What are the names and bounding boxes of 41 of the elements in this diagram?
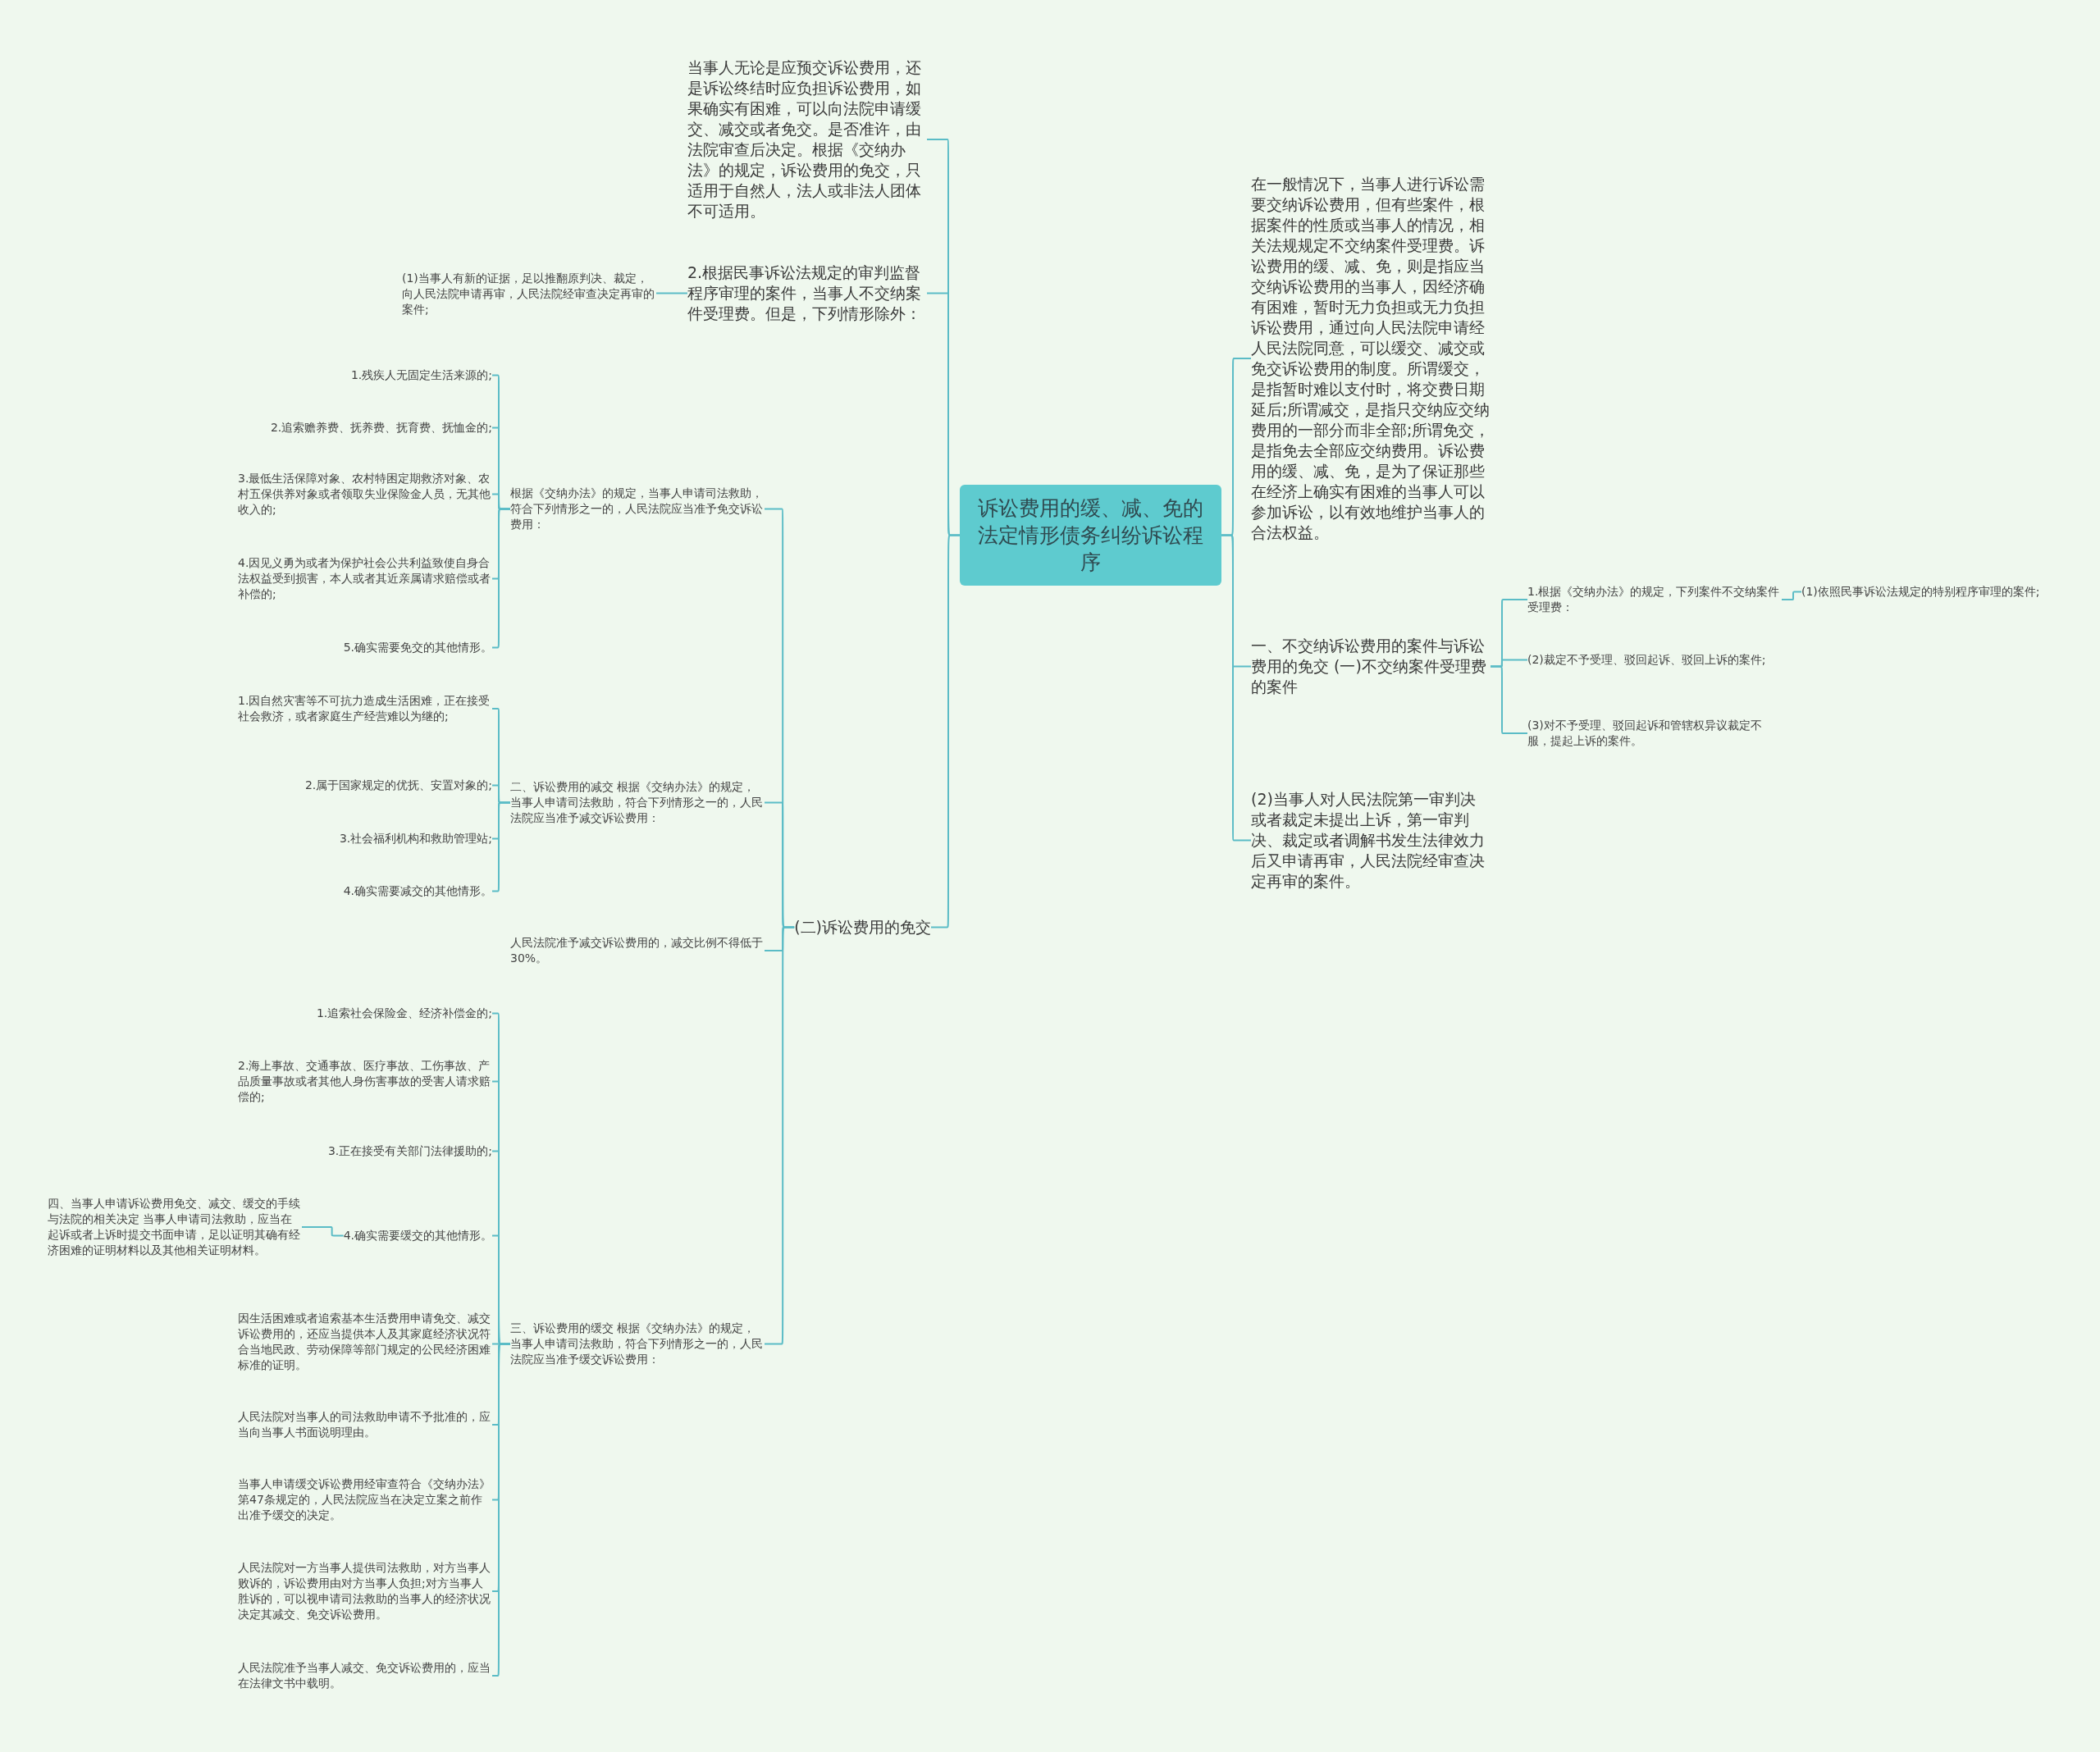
topic-text: 2.属于国家规定的优抚、安置对象的; xyxy=(304,778,492,793)
topic-text: 1.残疾人无固定生活来源的; xyxy=(350,367,492,383)
topic-text: 2.追索赡养费、抚养费、抚育费、抚恤金的; xyxy=(270,420,492,436)
topic-text: 当事人申请缓交诉讼费用经审查符合《交纳办法》第47条规定的，人民法院应当在决定立案之前作出准予缓交的决定。 xyxy=(238,1476,492,1523)
topic-text: 根据《交纳办法》的规定，当事人申请司法救助，符合下列情形之一的，人民法院应当准予免交诉讼费用： xyxy=(510,486,765,532)
branch-line xyxy=(301,1226,345,1237)
topic-text: 一、不交纳诉讼费用的案件与诉讼费用的免交 (一)不交纳案件受理费的案件 xyxy=(1251,636,1491,697)
topic-text: (2)当事人对人民法院第一审判决或者裁定未提出上诉，第一审判决、裁定或者调解书发生法律效力后又申请再审，人民法院经审查决定再审的案件。 xyxy=(1251,789,1491,892)
branch-line xyxy=(655,292,688,294)
branch-line xyxy=(491,508,511,649)
topic-text: 2.海上事故、交通事故、医疗事故、工伤事故、产品质量事故或者其他人身伤害事故的受害人请求赔偿的; xyxy=(238,1058,492,1105)
topic-text: 3.社会福利机构和救助管理站; xyxy=(339,831,492,846)
topic-text: 3.正在接受有关部门法律援助的; xyxy=(327,1143,492,1159)
topic-text: 人民法院准予当事人减交、免交诉讼费用的，应当在法律文书中载明。 xyxy=(238,1660,492,1691)
topic-text: (1)当事人有新的证据，足以推翻原判决、裁定，向人民法院申请再审，人民法院经审查决定再审的案件; xyxy=(402,271,656,317)
topic-text: 在一般情况下，当事人进行诉讼需要交纳诉讼费用，但有些案件，根据案件的性质或当事人的情况，相关法规规定不交纳案件受理费。诉讼费用的缓、减、免，则是指应当交纳诉讼费用的当事人，因经济确有困难，暂时无力负担或无力负担诉讼费用，通过向人民法院申请经人民法院同意，可以缓交、减交或免交诉讼费用的制度。所谓缓交，是指暂时难以支付时，将交费日期延后;所谓减交，是指只交纳应交纳费用的一部分而非全部;所谓免交，是指免去全部应交纳费用。诉讼费用的缓、减、免，是为了保证那些在经济上确实有困难的当事人可以参加诉讼，以有效地维护当事人的合法权益。 xyxy=(1251,174,1491,543)
topic-text: 1.因自然灾害等不可抗力造成生活困难，正在接受社会救济，或者家庭生产经营难以为继的; xyxy=(238,693,492,724)
topic-text: 4.确实需要减交的其他情形。 xyxy=(343,883,492,899)
topic-text: 人民法院准予减交诉讼费用的，减交比例不得低于30%。 xyxy=(510,935,765,966)
topic-text: (二)诉讼费用的免交 xyxy=(794,917,931,938)
topic-text: 四、当事人申请诉讼费用免交、减交、缓交的手续与法院的相关决定 当事人申请司法救助，应当在起诉或者上诉时提交书面申请，足以证明其确有经济困难的证明材料以及其他相关证明材料。 xyxy=(48,1196,302,1258)
topic-text: 3.最低生活保障对象、农村特困定期救济对象、农村五保供养对象或者领取失业保险金人员，无其他收入的; xyxy=(238,471,492,518)
topic-text: 2.根据民事诉讼法规定的审判监督程序审理的案件，当事人不交纳案件受理费。但是，下列情形除外： xyxy=(687,262,927,324)
topic-text: 因生活困难或者追索基本生活费用申请免交、减交诉讼费用的，还应当提供本人及其家庭经济状况符合当地民政、劳动保障等部门规定的公民经济困难标准的证明。 xyxy=(238,1311,492,1373)
topic-text: 三、诉讼费用的缓交 根据《交纳办法》的规定，当事人申请司法救助，符合下列情形之一的，人民法院应当准予缓交诉讼费用： xyxy=(510,1321,765,1367)
branch-line xyxy=(491,801,511,892)
topic-text: (2)裁定不予受理、驳回起诉、驳回上诉的案件; xyxy=(1527,652,1766,668)
topic-text: 人民法院对一方当事人提供司法救助，对方当事人败诉的，诉讼费用由对方当事人负担;对方当事人胜诉的，可以视申请司法救助的当事人的经济状况决定其减交、免交诉讼费用。 xyxy=(238,1560,492,1622)
topic-text: (3)对不予受理、驳回起诉和管辖权异议裁定不服，提起上诉的案件。 xyxy=(1527,718,1782,749)
topic-text: 二、诉讼费用的减交 根据《交纳办法》的规定，当事人申请司法救助，符合下列情形之一的，人民法院应当准予减交诉讼费用： xyxy=(510,779,765,826)
topic-text: 4.确实需要缓交的其他情形。 xyxy=(343,1228,492,1243)
topic-text: (1)依照民事诉讼法规定的特别程序审理的案件; xyxy=(1801,584,2040,600)
central-topic: 诉讼费用的缓、减、免的法定情形债务纠纷诉讼程序 xyxy=(960,485,1221,586)
topic-text: 人民法院对当事人的司法救助申请不予批准的，应当向当事人书面说明理由。 xyxy=(238,1409,492,1440)
branch-line xyxy=(491,1343,511,1677)
topic-text: 1.根据《交纳办法》的规定，下列案件不交纳案件受理费： xyxy=(1527,584,1782,615)
branch-line xyxy=(1781,591,1802,600)
topic-text: 4.因见义勇为或者为保护社会公共利益致使自身合法权益受到损害，本人或者其近亲属请求赔偿或者补偿的; xyxy=(238,555,492,602)
topic-text: 5.确实需要免交的其他情形。 xyxy=(343,640,492,655)
topic-text: 1.追索社会保险金、经济补偿金的; xyxy=(316,1006,492,1021)
topic-text: 当事人无论是应预交诉讼费用，还是诉讼终结时应负担诉讼费用，如果确实有困难，可以向法院申请缓交、减交或者免交。是否准许，由法院审查后决定。根据《交纳办法》的规定，诉讼费用的免交，只适用于自然人，法人或非法人团体不可适用。 xyxy=(687,57,927,221)
